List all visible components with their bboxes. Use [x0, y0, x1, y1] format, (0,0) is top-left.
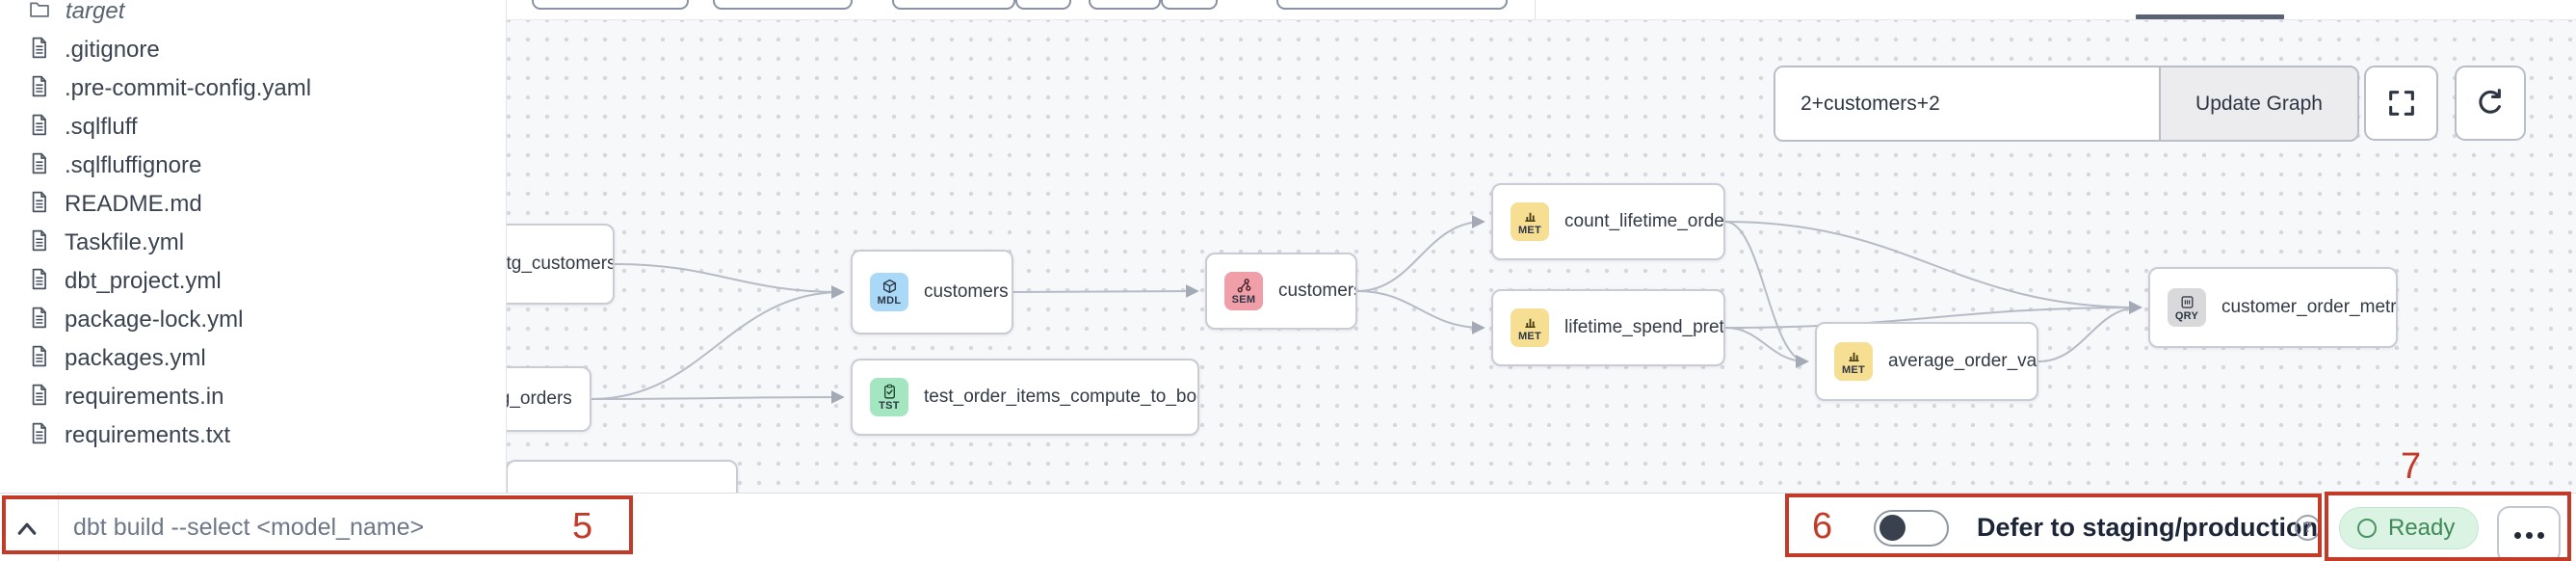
file-icon: [29, 36, 49, 65]
file-name: .pre-commit-config.yaml: [65, 75, 312, 101]
defer-toggle[interactable]: [1874, 510, 1949, 547]
test-clipboard-icon: [883, 384, 895, 399]
file-name: README.md: [65, 191, 202, 217]
file-row--gitignore[interactable]: .gitignore: [0, 31, 506, 69]
file-icon: [29, 228, 49, 257]
top-toolbar-button-partial[interactable]: [1015, 0, 1071, 10]
folder-icon: [29, 0, 50, 24]
file-icon: [29, 383, 49, 412]
graph-node-test_order_items[interactable]: TST test_order_items_compute_to_bools...: [851, 359, 1199, 436]
status-label: Ready: [2388, 515, 2456, 541]
file-name: .sqlfluffignore: [65, 152, 202, 178]
file-row-requirements-txt[interactable]: requirements.txt: [0, 416, 506, 455]
file-name: dbt_project.yml: [65, 268, 222, 294]
file-icon: [29, 344, 49, 373]
graph-node-customers_model[interactable]: MDL customers: [851, 250, 1013, 334]
top-toolbar-partial: [506, 0, 2576, 20]
bottom-command-bar: dbt build --select <model_name> Defer to…: [0, 493, 2576, 561]
file-row--pre-commit-config-yaml[interactable]: .pre-commit-config.yaml: [0, 69, 506, 108]
refresh-button[interactable]: [2455, 66, 2526, 141]
defer-toggle-label: Defer to staging/production: [1977, 513, 2318, 542]
semantic-graph-icon: [1237, 278, 1250, 292]
file-name: packages.yml: [65, 345, 206, 371]
file-row-target[interactable]: target: [0, 0, 506, 31]
collapse-panel-button[interactable]: [8, 513, 46, 544]
node-label: stg_orders: [486, 388, 572, 409]
update-graph-button[interactable]: Update Graph: [2159, 67, 2357, 140]
file-explorer-panel: target .gitignore .pre-commit-config.yaml.…: [0, 0, 507, 493]
node-label: lifetime_spend_pretax: [1564, 317, 1724, 337]
top-toolbar-button-partial[interactable]: [892, 0, 1015, 10]
file-name: .gitignore: [65, 37, 160, 63]
file-icon: [29, 74, 49, 103]
status-circle-icon: [2357, 519, 2377, 538]
bar-chart-icon: [1524, 318, 1536, 328]
file-name: .sqlfluff: [65, 114, 138, 140]
met-badge-icon: MET: [1511, 202, 1549, 241]
bar-chart-icon: [1524, 212, 1536, 222]
file-row-dbt-project-yml[interactable]: dbt_project.yml: [0, 262, 506, 301]
graph-node-customers_semantic[interactable]: SEM customers: [1205, 253, 1357, 330]
node-label: customer_order_metrics: [2221, 297, 2397, 317]
graph-node-average_order_value[interactable]: MET average_order_value: [1815, 322, 2038, 401]
file-name: Taskfile.yml: [65, 229, 185, 255]
node-label: customers: [924, 281, 1009, 302]
met-badge-icon: MET: [1511, 308, 1549, 347]
file-row--sqlfluffignore[interactable]: .sqlfluffignore: [0, 147, 506, 185]
refresh-icon: [2479, 89, 2501, 114]
bar-chart-icon: [1848, 352, 1859, 361]
mdl-badge-icon: MDL: [870, 273, 908, 311]
command-bar-divider: [58, 494, 59, 561]
sem-badge-icon: SEM: [1224, 272, 1263, 310]
top-toolbar-button-partial[interactable]: [713, 0, 853, 10]
graph-node-count_lifetime_orders[interactable]: MET count_lifetime_orders: [1491, 183, 1725, 260]
file-row-taskfile-yml[interactable]: Taskfile.yml: [0, 224, 506, 262]
file-row-readme-md[interactable]: README.md: [0, 185, 506, 224]
top-toolbar-button-partial[interactable]: [532, 0, 689, 10]
fullscreen-button[interactable]: [2364, 66, 2438, 141]
ellipsis-icon: [2513, 531, 2521, 539]
qry-badge-icon: QRY: [2168, 288, 2206, 327]
file-icon: [29, 190, 49, 219]
file-name: package-lock.yml: [65, 307, 244, 333]
more-options-button[interactable]: [2497, 506, 2561, 561]
file-icon: [29, 306, 49, 334]
met-badge-icon: MET: [1834, 342, 1873, 381]
file-icon: [29, 113, 49, 142]
node-label: test_order_items_compute_to_bools...: [924, 387, 1197, 407]
top-toolbar-divider: [1535, 0, 1536, 19]
top-toolbar-button-partial[interactable]: [1089, 0, 1161, 10]
node-label: average_order_value: [1888, 351, 2037, 371]
cube-icon: [882, 279, 896, 293]
tst-badge-icon: TST: [870, 378, 908, 416]
status-badge: Ready: [2339, 507, 2480, 549]
file-name: requirements.in: [65, 384, 224, 410]
file-list: target .gitignore .pre-commit-config.yaml.…: [0, 0, 506, 455]
graph-node-customer_order_metrics[interactable]: QRY customer_order_metrics: [2148, 267, 2398, 348]
graph-selector-group: 2+customers+2 Update Graph: [1774, 66, 2359, 142]
node-label: count_lifetime_orders: [1564, 211, 1725, 231]
query-icon: [2180, 295, 2194, 308]
graph-node-lifetime_spend_pretax[interactable]: MET lifetime_spend_pretax: [1491, 289, 1725, 366]
file-row-package-lock-yml[interactable]: package-lock.yml: [0, 301, 506, 339]
graph-selector-input[interactable]: 2+customers+2: [1775, 67, 2159, 140]
file-name: requirements.txt: [65, 422, 231, 448]
command-input[interactable]: dbt build --select <model_name>: [73, 514, 425, 541]
file-row--sqlfluff[interactable]: .sqlfluff: [0, 108, 506, 147]
chevron-up-icon: [17, 522, 37, 535]
active-tab-underline: [2136, 14, 2284, 19]
file-name: target: [66, 0, 125, 24]
file-icon: [29, 151, 49, 180]
file-row-packages-yml[interactable]: packages.yml: [0, 339, 506, 378]
top-toolbar-button-partial[interactable]: [1161, 0, 1218, 10]
fullscreen-expand-icon: [2388, 91, 2414, 116]
file-icon: [29, 421, 49, 450]
node-label: stg_customers: [497, 254, 615, 274]
question-circle-icon[interactable]: ?: [2295, 515, 2321, 541]
node-label: customers: [1278, 280, 1357, 301]
file-row-requirements-in[interactable]: requirements.in: [0, 378, 506, 416]
file-icon: [29, 267, 49, 296]
defer-toggle-knob: [1879, 515, 1906, 541]
top-toolbar-button-partial[interactable]: [1276, 0, 1508, 10]
